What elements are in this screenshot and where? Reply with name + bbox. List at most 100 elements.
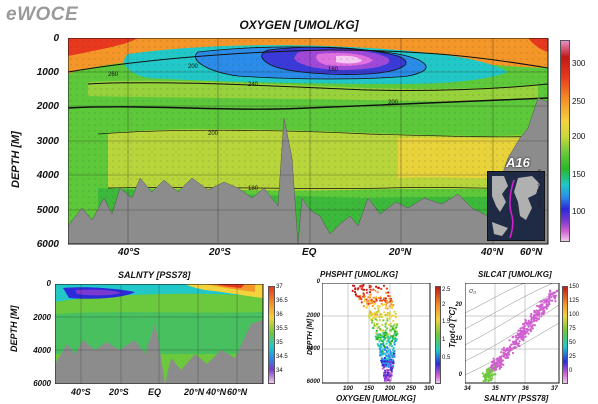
scatter-point [389, 363, 392, 367]
scatter-point [500, 366, 503, 369]
scatter-point [527, 332, 530, 335]
y-tick: 10 [455, 336, 462, 342]
scatter-point [392, 352, 396, 355]
scatter-point [385, 365, 388, 368]
scatter-point [378, 327, 382, 330]
scatter-point [519, 327, 522, 330]
scatter-point [539, 300, 542, 303]
scatter-point [362, 304, 365, 308]
x-tick: 20°N [184, 387, 205, 397]
scatter-point [517, 329, 520, 332]
scatter-point [369, 285, 373, 288]
scatter-point [391, 348, 394, 351]
scatter-point [376, 304, 379, 307]
y-tick: 2000 [306, 313, 320, 319]
colorbar-tick: 36 [276, 312, 283, 318]
silicate-title: SILCAT [UMOL/KG] [478, 270, 552, 279]
scatter-point [375, 329, 378, 332]
scatter-point [385, 375, 388, 378]
scatter-point [518, 345, 521, 348]
scatter-point [370, 298, 373, 301]
scatter-point [535, 309, 538, 312]
scatter-point [516, 344, 519, 347]
scatter-point [383, 356, 386, 360]
colorbar-tick: 37 [276, 284, 283, 290]
scatter-point [512, 335, 515, 338]
scatter-point [391, 356, 394, 359]
scatter-point [384, 362, 387, 365]
scatter-point [370, 321, 374, 324]
scatter-point [545, 298, 548, 301]
scatter-point [369, 311, 372, 314]
scatter-point [384, 314, 387, 317]
y-tick: 0 [458, 372, 462, 378]
scatter-point [376, 335, 379, 338]
scatter-point [487, 367, 490, 370]
y-tick: 2000 [33, 313, 51, 322]
section-label: A16 [506, 155, 530, 170]
scatter-point [381, 367, 384, 370]
scatter-point [379, 296, 382, 299]
scatter-point [384, 323, 387, 326]
scatter-point [520, 335, 523, 338]
scatter-point [367, 296, 370, 299]
scatter-point [514, 341, 517, 344]
scatter-point [539, 308, 542, 311]
scatter-point [389, 300, 392, 303]
scatter-point [372, 296, 375, 299]
x-tick: 40°S [71, 387, 91, 397]
scatter-point [535, 312, 538, 315]
scatter-point [549, 289, 552, 292]
scatter-point [378, 333, 381, 336]
scatter-point [371, 317, 374, 320]
scatter-point [390, 351, 394, 354]
scatter-point [386, 357, 389, 361]
silicate-plot: σ₀ [465, 283, 560, 384]
scatter-point [388, 360, 391, 363]
scatter-point [537, 317, 540, 320]
x-tick: EQ [148, 387, 162, 397]
colorbar-tick: 200 [572, 132, 586, 141]
odv-label: Ocean Data View [537, 169, 543, 208]
scatter-point [382, 361, 385, 364]
scatter-point [535, 304, 539, 307]
scatter-point [389, 377, 392, 380]
colorbar-tick: 0 [569, 368, 573, 374]
y-tick: 5000 [36, 205, 59, 216]
scatter-point [394, 316, 398, 319]
x-tick: 40°N [206, 387, 227, 397]
scatter-point [498, 355, 501, 358]
phosphate-xlabel: OXYGEN [UMOL/KG] [336, 394, 416, 403]
x-tick: 60°N [227, 387, 248, 397]
scatter-point [501, 359, 504, 362]
scatter-point [383, 369, 387, 372]
inset-map-frame [487, 171, 545, 241]
scatter-point [392, 361, 395, 364]
y-tick: 4000 [306, 346, 320, 352]
scatter-point [366, 291, 369, 294]
scatter-point [384, 299, 387, 302]
scatter-point [548, 295, 551, 298]
scatter-point [375, 315, 378, 318]
scatter-point [393, 355, 396, 358]
oxygen-colorbar [560, 40, 570, 242]
scatter-point [380, 334, 383, 337]
scatter-point [386, 378, 389, 381]
scatter-point [515, 336, 518, 339]
scatter-point [522, 327, 525, 330]
scatter-point [381, 343, 385, 346]
scatter-point [487, 369, 490, 372]
contour-label: 160 [328, 67, 339, 73]
scatter-point [388, 297, 391, 300]
scatter-point [502, 351, 505, 354]
scatter-point [375, 338, 378, 341]
scatter-point [388, 344, 391, 347]
scatter-point [377, 307, 380, 310]
silicate-colorbar [562, 286, 568, 384]
scatter-point [545, 300, 548, 303]
x-tick: 36 [522, 386, 529, 392]
scatter-point [382, 336, 386, 339]
scatter-point [518, 340, 521, 343]
scatter-point [500, 355, 503, 358]
scatter-point [485, 376, 488, 379]
